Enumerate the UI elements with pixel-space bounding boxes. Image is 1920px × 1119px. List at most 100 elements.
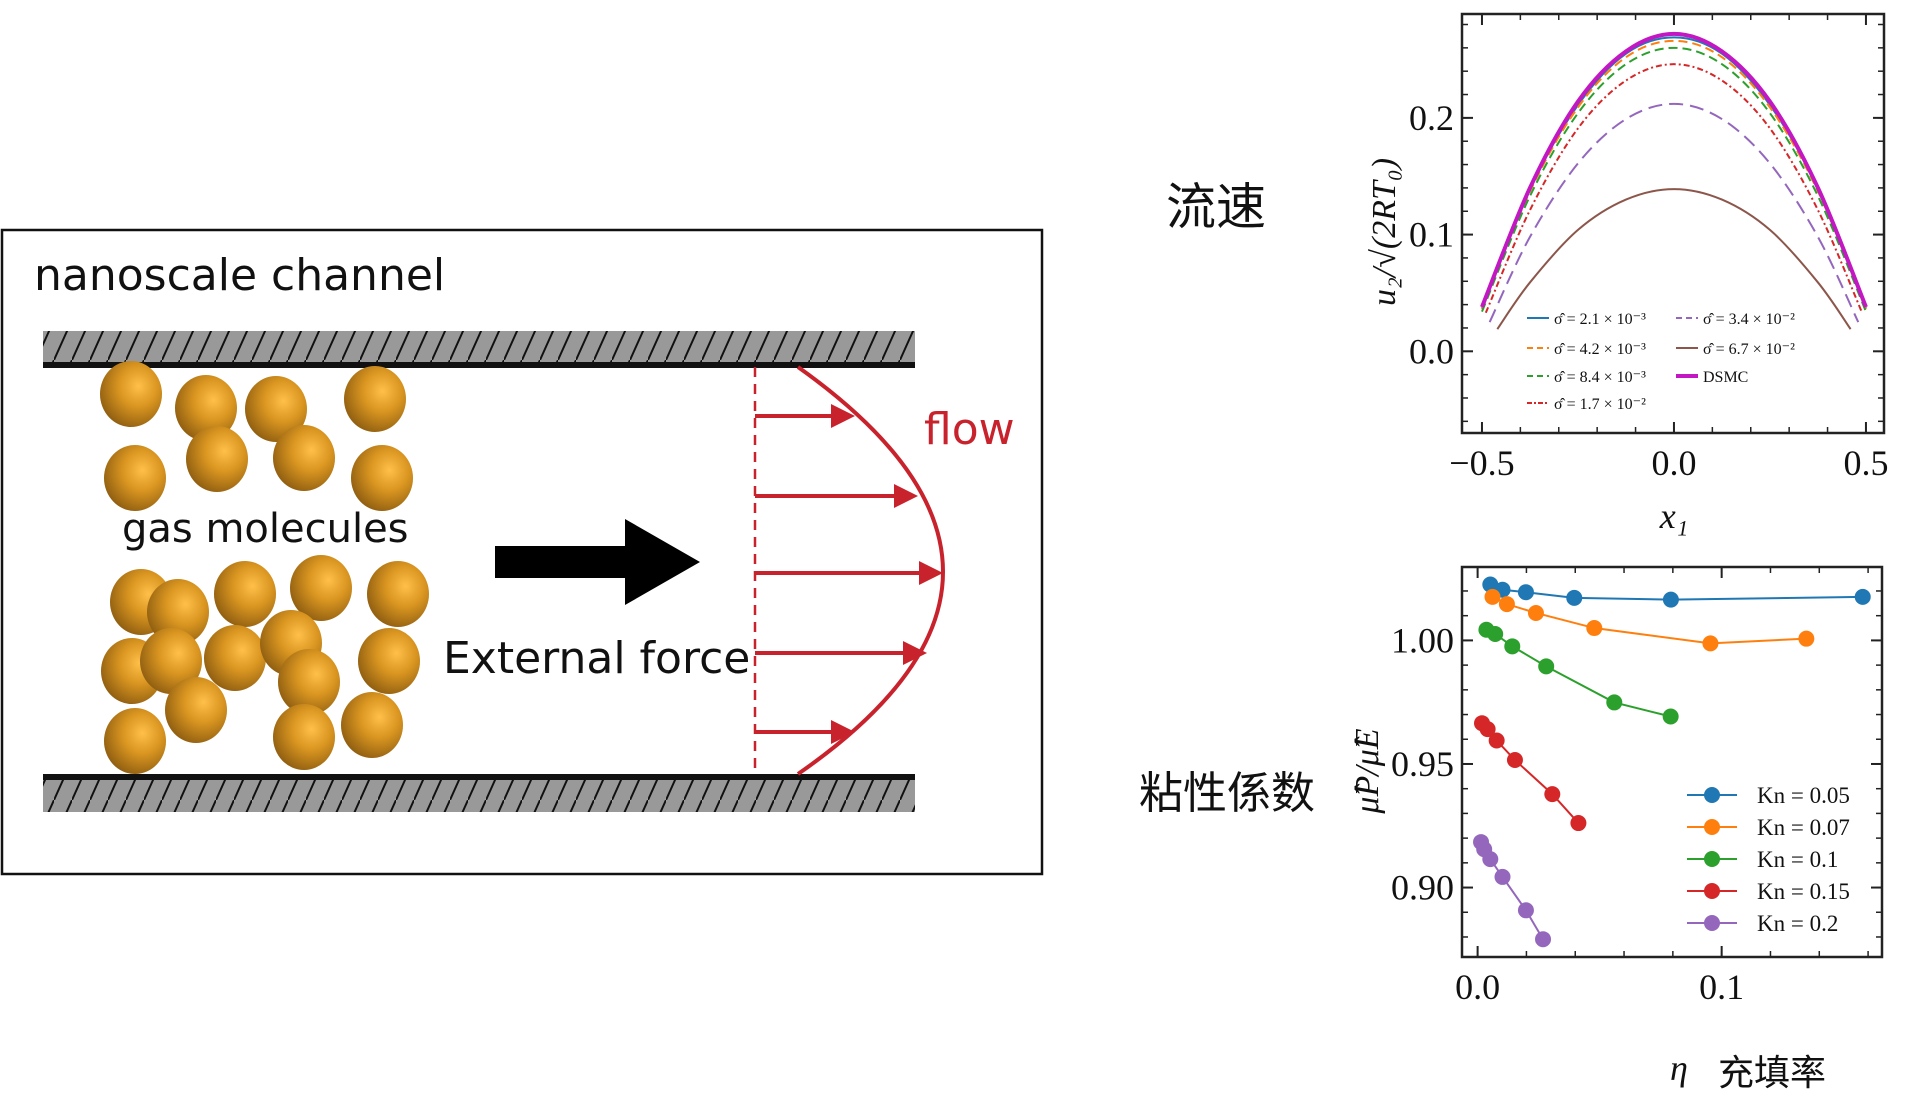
- x-tick-label: 0.0: [1455, 967, 1500, 1007]
- gas-molecule: [245, 376, 307, 442]
- y-tick-label: 0.2: [1409, 98, 1454, 138]
- series-line: [1484, 63, 1864, 314]
- top-wall: [43, 331, 915, 363]
- gas-molecule: [341, 692, 403, 758]
- bottom-wall-surface: [43, 774, 915, 780]
- external-force-label: External force: [443, 633, 750, 684]
- series-line: [1492, 596, 1807, 645]
- gas-molecule: [104, 708, 166, 774]
- velocity-label: 流速: [1166, 178, 1266, 236]
- data-point: [1498, 596, 1515, 613]
- gas-molecule: [186, 426, 248, 492]
- data-point: [1487, 625, 1504, 642]
- data-point: [1482, 851, 1499, 868]
- data-point: [1506, 752, 1523, 769]
- y-axis-label: u₂/√(2RT₀): [1366, 158, 1403, 306]
- flow-arrow-head: [919, 561, 943, 585]
- gas-molecule: [278, 649, 340, 715]
- data-point: [1479, 721, 1496, 738]
- data-point: [1606, 694, 1623, 711]
- data-point: [1527, 604, 1544, 621]
- series-line: [1481, 46, 1867, 313]
- legend-label: σ̂ = 3.4 × 10⁻²: [1703, 311, 1795, 328]
- eta-label: η: [1670, 1048, 1688, 1088]
- x-axis-label: x₁: [1659, 496, 1689, 536]
- gas-molecule: [204, 625, 266, 691]
- data-point: [1702, 635, 1719, 652]
- gas-molecule: [273, 425, 335, 491]
- legend-label: Kn = 0.15: [1757, 879, 1850, 904]
- y-tick-label: 0.0: [1409, 331, 1454, 371]
- data-point: [1570, 815, 1587, 832]
- gas-molecule: [273, 704, 335, 770]
- series-line: [1496, 188, 1852, 330]
- gas-molecule: [175, 375, 237, 441]
- legend-label: DSMC: [1703, 369, 1748, 386]
- external-force-arrow: [495, 519, 700, 605]
- flow-arrow-head: [894, 484, 918, 508]
- viscosity-label: 粘性係数: [1139, 768, 1315, 819]
- flow-arrow-head: [831, 720, 855, 744]
- top-wall-surface: [43, 362, 915, 368]
- y-tick-label: 1.00: [1391, 620, 1454, 660]
- legend-label: σ̂ = 1.7 × 10⁻²: [1554, 396, 1646, 413]
- legend-label: Kn = 0.07: [1757, 815, 1850, 840]
- flow-arrow-head: [831, 404, 855, 428]
- y-axis-label: μ̂P/μ̂E: [1349, 728, 1386, 814]
- gas-molecule: [351, 445, 413, 511]
- legend-marker: [1704, 915, 1720, 931]
- y-tick-label: 0.90: [1391, 868, 1454, 908]
- diagram-title: nanoscale channel: [34, 250, 445, 301]
- gas-molecule: [367, 561, 429, 627]
- gas-molecule: [214, 561, 276, 627]
- data-point: [1566, 589, 1583, 606]
- data-point: [1798, 630, 1815, 647]
- packing-label: 充填率: [1718, 1053, 1826, 1094]
- gas-molecule: [290, 555, 352, 621]
- x-tick-label: 0.0: [1651, 443, 1696, 483]
- legend-label: σ̂ = 6.7 × 10⁻²: [1703, 341, 1795, 358]
- viscosity-ratio-chart: 0.0 0.1 0.90 0.95 1.00 μ̂P/μ̂E Kn = 0.05 Kn = 0…: [1349, 565, 1884, 1007]
- gas-molecules: [100, 361, 429, 774]
- data-point: [1538, 658, 1555, 675]
- velocity-profile-curve: [796, 365, 945, 776]
- legend-label: σ̂ = 8.4 × 10⁻³: [1554, 369, 1646, 386]
- legend-label: Kn = 0.05: [1757, 783, 1850, 808]
- flow-label: flow: [924, 404, 1015, 455]
- x-tick-label: −0.5: [1449, 443, 1514, 483]
- series-line: [1488, 102, 1860, 323]
- legend-label: Kn = 0.1: [1757, 847, 1838, 872]
- gas-molecule: [100, 361, 162, 427]
- bottom-wall: [43, 780, 915, 812]
- legend-marker: [1704, 787, 1720, 803]
- plot-area-frame: [1460, 565, 1884, 959]
- data-point: [1662, 708, 1679, 725]
- data-point: [1535, 931, 1552, 948]
- flow-arrow-head: [903, 641, 927, 665]
- gas-molecule: [344, 366, 406, 432]
- gas-molecule: [358, 628, 420, 694]
- x-tick-label: 0.1: [1699, 967, 1744, 1007]
- legend-label: σ̂ = 4.2 × 10⁻³: [1554, 341, 1646, 358]
- data-point: [1517, 902, 1534, 919]
- legend-marker: [1704, 819, 1720, 835]
- data-point: [1586, 620, 1603, 637]
- series-line: [1480, 31, 1868, 308]
- molecules-label: gas molecules: [122, 506, 409, 552]
- data-point: [1482, 576, 1499, 593]
- flow-arrows: [755, 404, 943, 744]
- legend-label: σ̂ = 2.1 × 10⁻³: [1554, 311, 1646, 328]
- data-point: [1484, 588, 1501, 605]
- legend-label: Kn = 0.2: [1757, 911, 1838, 936]
- data-point: [1662, 591, 1679, 608]
- gas-molecule: [147, 579, 209, 645]
- y-tick-label: 0.95: [1391, 744, 1454, 784]
- channel-diagram: nanoscale channel gas molecules External…: [0, 228, 1044, 876]
- y-tick-label: 0.1: [1409, 215, 1454, 255]
- data-point: [1517, 584, 1534, 601]
- data-point: [1494, 868, 1511, 885]
- gas-molecule: [165, 677, 227, 743]
- legend-marker: [1704, 883, 1720, 899]
